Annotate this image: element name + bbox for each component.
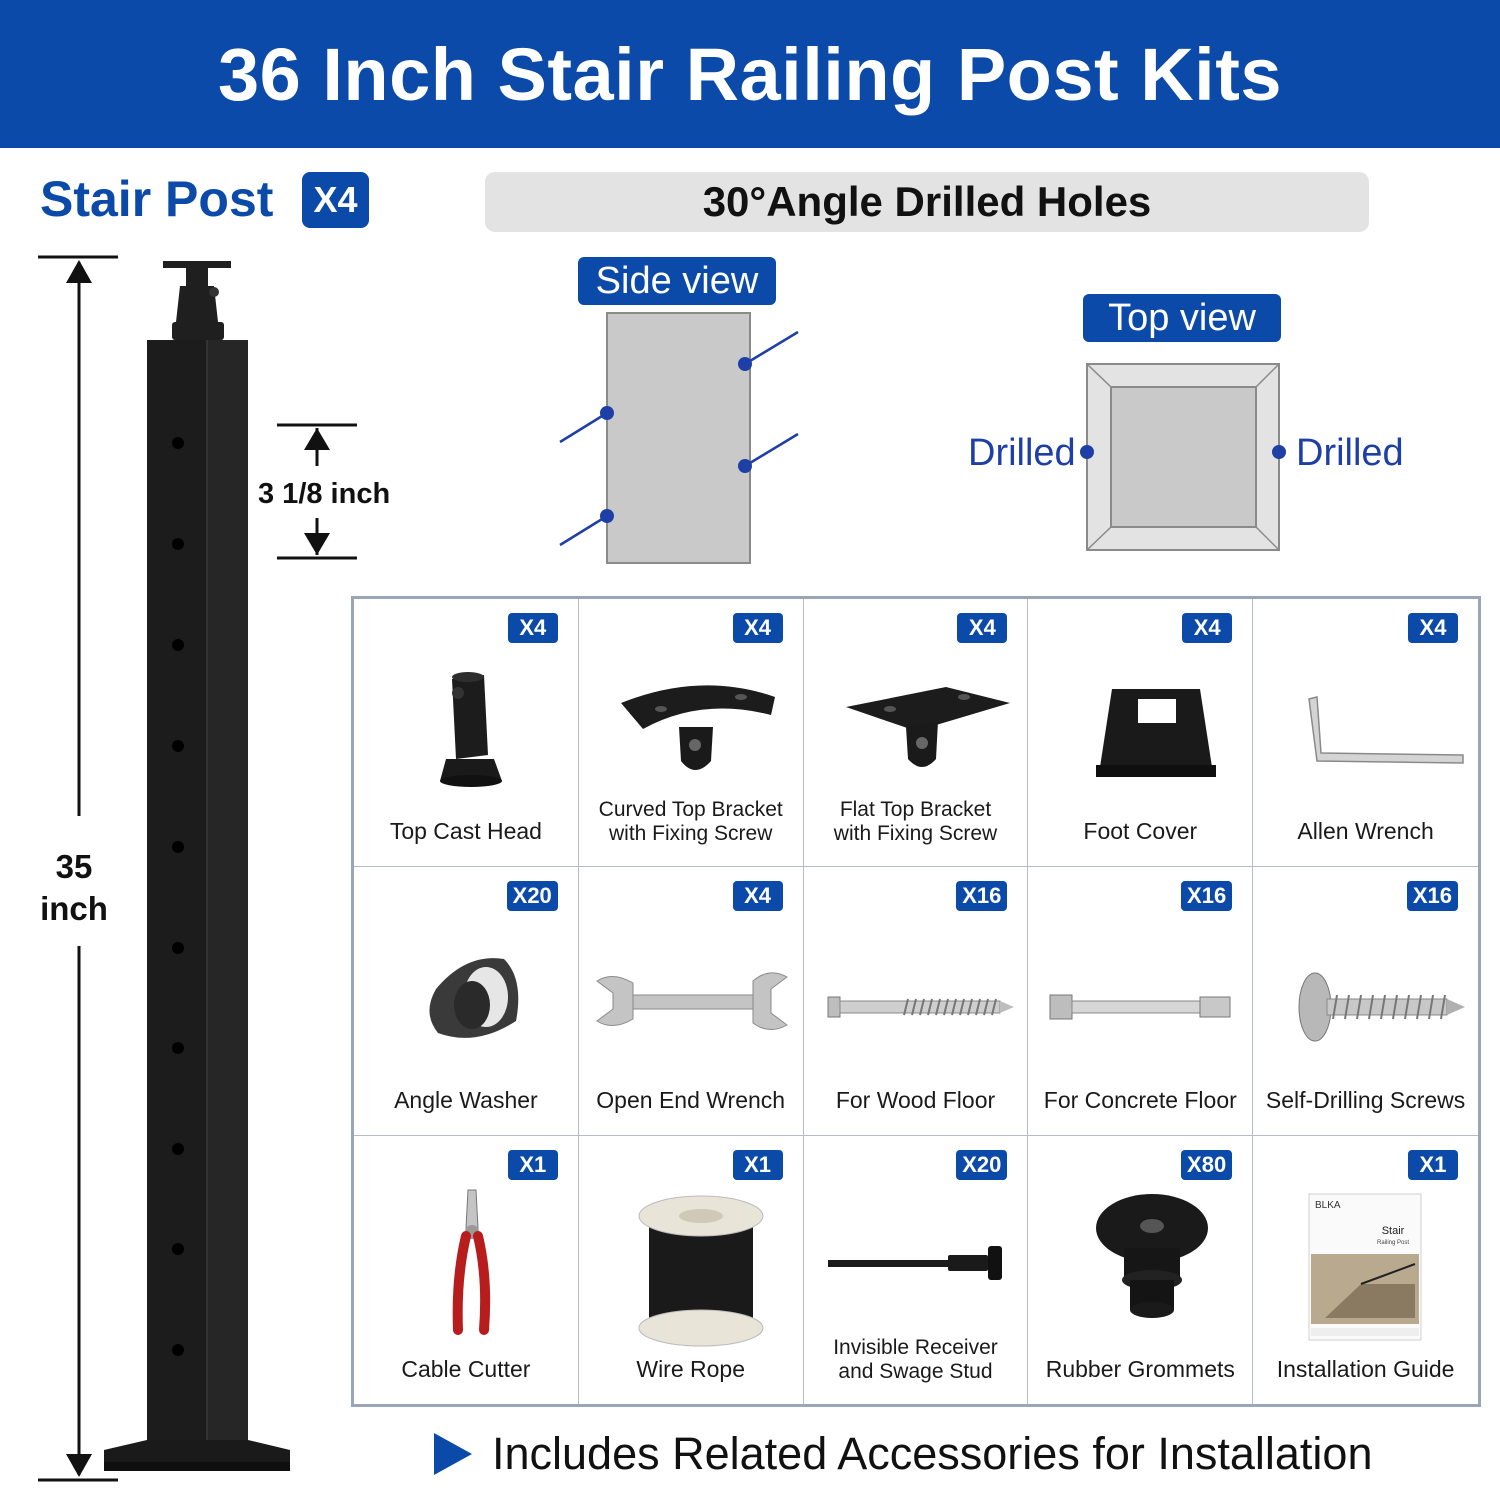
- lag-screw-icon: [827, 996, 1014, 1018]
- qty-badge: X1: [507, 1149, 558, 1180]
- qty-badge: X80: [1181, 1149, 1233, 1180]
- stair-post-image: [104, 261, 290, 1471]
- part-cell-allen-wrench: X4 Allen Wrench: [1253, 599, 1478, 868]
- part-cell-foot-cover: X4 Foot Cover: [1028, 599, 1254, 868]
- qty-badge: X4: [507, 613, 558, 643]
- self-drilling-screw-icon: [1298, 972, 1466, 1042]
- anchor-bolt-icon: [1049, 994, 1231, 1020]
- footer-note: Includes Related Accessories for Install…: [434, 1426, 1372, 1482]
- qty-badge: X16: [1406, 881, 1458, 912]
- part-cell-self-drilling-screws: X16 Self-Drilling Screws: [1253, 867, 1478, 1136]
- footer-text: Includes Related Accessories for Install…: [492, 1428, 1373, 1479]
- part-label: Installation Guide: [1276, 1356, 1455, 1382]
- curved-bracket-icon: [620, 685, 775, 770]
- grommet-icon: [1096, 1193, 1209, 1318]
- stair-post-qty-badge: X4: [302, 172, 369, 228]
- part-cell-installation-guide: X1 BLKA Stair Railing Post Installation …: [1253, 1136, 1478, 1404]
- qty-badge: X4: [1182, 613, 1233, 643]
- cable-cutter-icon: [452, 1189, 491, 1335]
- part-label: Top Cast Head: [389, 818, 542, 845]
- drilled-label-right: Drilled: [1296, 432, 1404, 474]
- hole-spacing-label: 3 1/8 inch: [258, 478, 391, 510]
- part-label: Allen Wrench: [1297, 818, 1434, 845]
- hole-spacing-dimension: [277, 423, 357, 560]
- part-label: Angle Washer: [394, 1086, 538, 1113]
- angle-washer-icon: [429, 958, 519, 1039]
- part-label: Wire Rope: [636, 1356, 746, 1382]
- top-view-diagram: [1080, 363, 1286, 551]
- part-label: Invisible Receiver and Swage Stud: [833, 1336, 998, 1383]
- qty-badge: X4: [1408, 613, 1458, 643]
- part-label: Rubber Grommets: [1045, 1356, 1235, 1382]
- part-cell-rubber-grommets: X80 Rubber Grommets: [1028, 1135, 1254, 1404]
- part-cell-curved-bracket: X4 Curved Top Bracket with Fixing Screw: [578, 599, 804, 868]
- stair-post-title: Stair Post: [40, 171, 274, 227]
- flat-bracket-icon: [845, 687, 1010, 767]
- angle-holes-banner: 30°Angle Drilled Holes: [485, 172, 1369, 232]
- height-label: 35 inch: [30, 846, 118, 930]
- drilled-label-left: Drilled: [968, 432, 1076, 474]
- height-unit: inch: [40, 890, 108, 927]
- qty-badge: X1: [732, 1149, 783, 1180]
- part-cell-cable-cutter: X1 Cable Cutter: [354, 1135, 579, 1404]
- qty-badge: X1: [1408, 1149, 1458, 1180]
- qty-badge: X20: [956, 1149, 1008, 1180]
- top-view-tag: Top view: [1083, 294, 1281, 342]
- guide-subtitle-text: Railing Post: [1377, 1240, 1409, 1246]
- part-label: Curved Top Bracket with Fixing Screw: [598, 798, 783, 846]
- open-end-wrench-icon: [595, 972, 788, 1031]
- guide-booklet-icon: BLKA Stair Railing Post: [1308, 1193, 1422, 1341]
- swage-stud-icon: [827, 1245, 1002, 1280]
- guide-brand-text: BLKA: [1315, 1200, 1341, 1211]
- part-cell-top-cast-head: X4 Top Cast Head: [354, 599, 579, 868]
- side-view-diagram: [559, 312, 799, 564]
- height-dimension: [38, 255, 118, 1482]
- qty-badge: X4: [732, 613, 783, 643]
- page-title: 36 Inch Stair Railing Post Kits: [217, 32, 1283, 116]
- part-label: Open End Wrench: [596, 1086, 786, 1113]
- part-cell-swage-stud: X20 Invisible Receiver and Swage Stud: [804, 1135, 1029, 1404]
- part-label: Foot Cover: [1083, 818, 1198, 845]
- qty-badge: X16: [956, 881, 1008, 912]
- part-cell-wood-floor-screw: X16 For Wood Floor: [803, 867, 1029, 1136]
- side-view-tag: Side view: [578, 257, 776, 305]
- qty-badge: X16: [1181, 881, 1233, 912]
- foot-cover-icon: [1096, 689, 1217, 777]
- parts-grid: X4 Top Cast Head X4 Curved Top Bracket w…: [351, 596, 1481, 1407]
- qty-badge: X20: [506, 881, 558, 912]
- qty-badge: X4: [732, 881, 783, 912]
- height-value: 35: [55, 848, 93, 885]
- wire-rope-icon: [638, 1195, 764, 1347]
- cast-head-icon: [440, 672, 502, 787]
- part-cell-wire-rope: X1 Wire Rope: [579, 1135, 804, 1404]
- qty-badge: X4: [957, 613, 1008, 643]
- play-triangle-icon: [434, 1433, 472, 1475]
- header-banner: 36 Inch Stair Railing Post Kits: [0, 0, 1500, 148]
- part-cell-concrete-floor-bolt: X16 For Concrete Floor: [1028, 867, 1254, 1136]
- part-label: Flat Top Bracket with Fixing Screw: [833, 798, 998, 846]
- part-label: For Wood Floor: [835, 1086, 996, 1113]
- guide-title-text: Stair: [1382, 1225, 1405, 1237]
- allen-wrench-icon: [1308, 696, 1464, 764]
- part-label: Self-Drilling Screws: [1265, 1086, 1466, 1113]
- part-label: Cable Cutter: [401, 1356, 531, 1382]
- part-cell-flat-bracket: X4 Flat Top Bracket with Fixing Screw: [803, 599, 1029, 868]
- part-cell-open-end-wrench: X4 Open End Wrench: [578, 867, 804, 1136]
- part-label: For Concrete Floor: [1043, 1086, 1237, 1113]
- part-cell-angle-washer: X20 Angle Washer: [354, 867, 579, 1136]
